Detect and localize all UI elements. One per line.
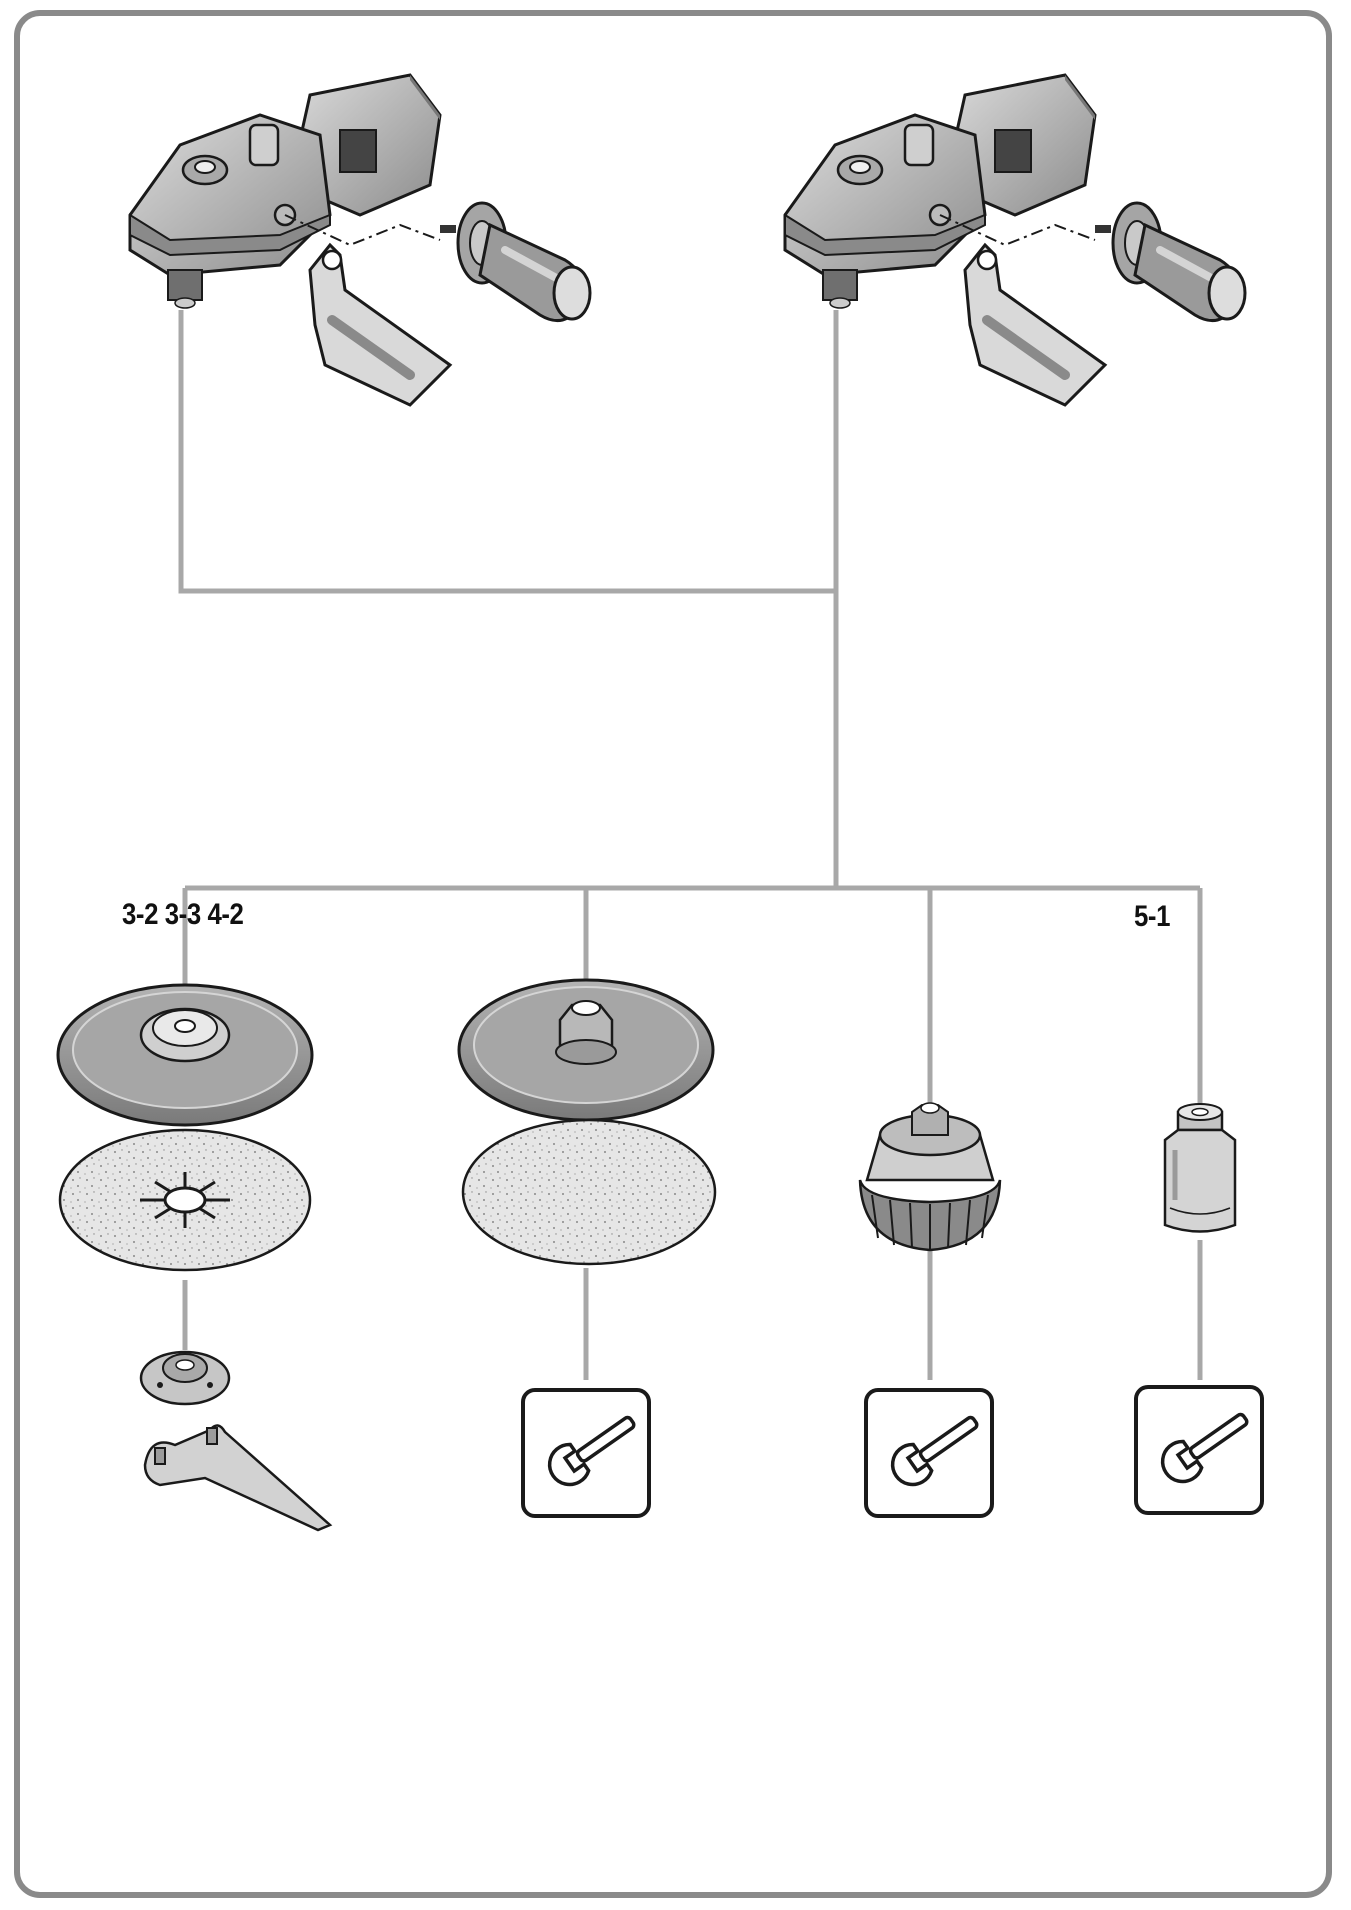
backing-pad-threaded — [459, 980, 713, 1120]
tool-symbol-4 — [1136, 1387, 1262, 1513]
backing-pad-clamp-nut — [58, 985, 312, 1125]
tool-symbol-2 — [523, 1390, 649, 1516]
left-group-label: 3-2 3-3 4-2 — [122, 898, 243, 932]
cup-wire-brush — [860, 1103, 1000, 1250]
wrench-icon — [866, 1390, 992, 1516]
tool-symbol-3 — [866, 1390, 992, 1516]
clamp-nut — [141, 1352, 229, 1404]
pin-spanner — [145, 1425, 330, 1530]
angle-grinder-left — [130, 75, 590, 405]
wrench-icon — [1136, 1387, 1262, 1513]
sanding-disc-center-hole — [60, 1130, 310, 1270]
angle-grinder-right — [785, 75, 1245, 405]
right-group-label: 5-1 — [1134, 900, 1170, 934]
sanding-disc — [463, 1120, 715, 1264]
threaded-adapter — [1165, 1104, 1235, 1232]
wrench-icon — [523, 1390, 649, 1516]
